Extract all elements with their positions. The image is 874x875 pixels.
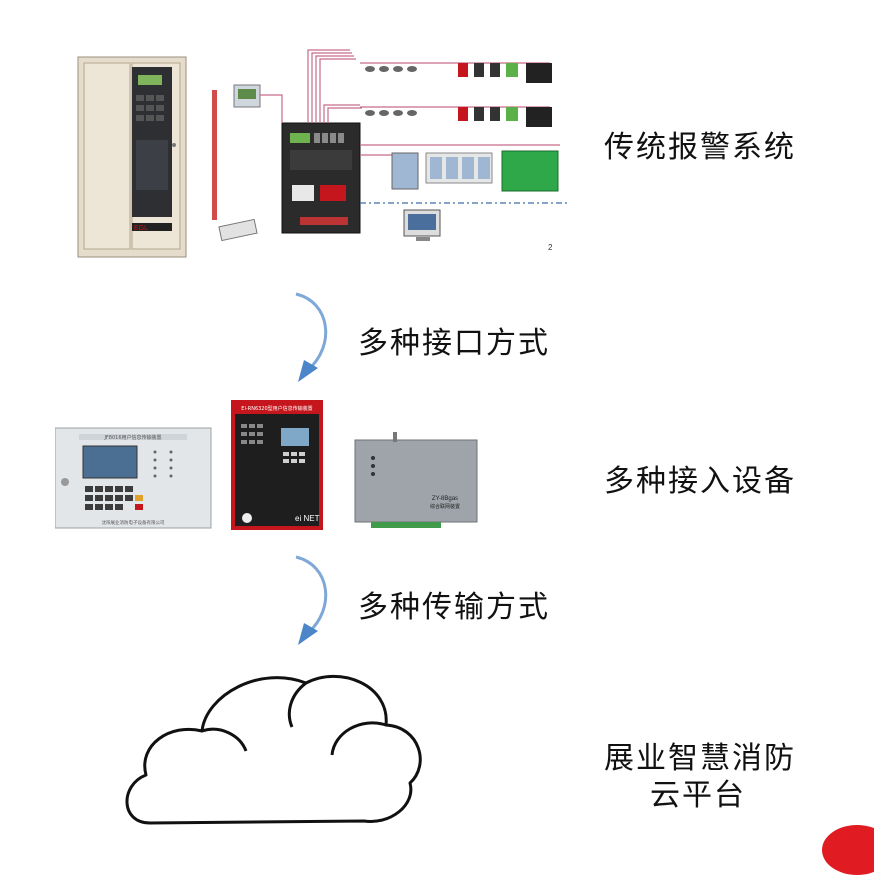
cloud-inner-2 [332,723,386,755]
printer [219,219,257,240]
label-access-devices: 多种接入设备 [604,456,796,500]
transmission-device-2: EI-RN6320型用户信息传输装置 ei NET [231,400,323,530]
fire-controller [282,123,360,233]
computer [404,210,440,241]
device-3-title: ZY-8Bgas [432,496,458,502]
curved-arrow-1 [290,290,340,385]
label-interface-methods: 多种接口方式 [358,318,550,362]
small-display [234,85,260,107]
label-transmission-methods: 多种传输方式 [358,582,550,626]
label-traditional-system: 传统报警系统 [604,122,796,166]
device-1-footer: 沈阳展业消防电子设备有限公司 [102,519,165,526]
fire-cabinet: EGL [78,57,186,257]
transmission-device-1: JF8016用户信息传输装置 沈阳展业消防电子设备有限公司 [55,428,211,528]
label-cloud-platform-line2: 云平台 [650,770,746,814]
red-corner-accent [822,825,874,875]
arrow-2-curve [296,557,326,633]
device-2-logo: ei NET [295,514,320,523]
access-devices-illustration: JF8016用户信息传输装置 沈阳展业消防电子设备有限公司 EI-RN6320型… [55,400,485,532]
cabinet-brand: EGL [134,225,148,232]
arrow-1-curve [296,294,326,370]
red-bar [212,90,217,220]
device-3-sub: 综合联网装置 [430,503,460,510]
traditional-system-illustration: EGL [70,45,570,270]
control-panels [392,151,558,191]
detector-row-1 [365,63,552,83]
transmission-device-3: ZY-8Bgas 综合联网装置 [355,432,477,528]
cloud-inner-3 [289,683,306,727]
cloud-inner-1 [202,729,246,751]
curved-arrow-2 [290,553,340,648]
cloud-outline [127,676,420,823]
device-1-title: JF8016用户信息传输装置 [103,434,161,441]
detector-row-2 [365,107,552,127]
device-2-title: EI-RN6320型用户信息传输装置 [241,405,312,412]
cloud-icon [110,655,440,835]
page-number: 2 [548,243,553,252]
